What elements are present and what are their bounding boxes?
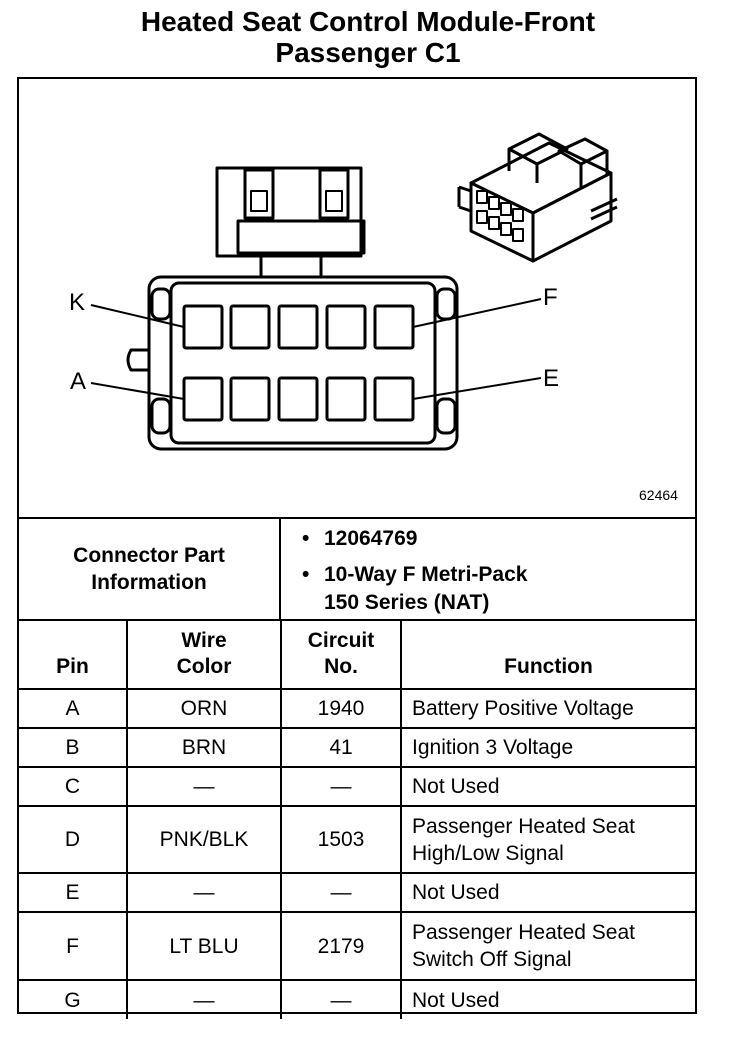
circuit-cell: 41 bbox=[280, 727, 402, 768]
connector-housing-inner bbox=[169, 281, 437, 445]
function-line-2: Switch Off Signal bbox=[412, 948, 572, 971]
function-line-1: Passenger Heated Seat bbox=[412, 814, 635, 838]
wire-color-cell: BRN bbox=[126, 727, 282, 768]
function-cell: Not Used bbox=[400, 766, 695, 807]
function-cell: Not Used bbox=[400, 979, 695, 1019]
connector-info-item: • 12064769 bbox=[297, 525, 687, 553]
page-title: Heated Seat Control Module-Front Passeng… bbox=[0, 6, 736, 68]
pin-cell: G bbox=[19, 979, 128, 1019]
header-function: Function bbox=[400, 619, 695, 690]
table-row: C — — Not Used bbox=[19, 766, 695, 807]
connector-drawing: K A F E bbox=[69, 132, 678, 503]
pin-cell: B bbox=[19, 727, 128, 768]
connector-info-list: • 12064769 • 10-Way F Metri-Pack 150 Ser… bbox=[297, 525, 687, 625]
bullet: • bbox=[302, 563, 310, 586]
connector-sheet: K A F E bbox=[17, 77, 697, 1019]
connector-info-item: • 10-Way F Metri-Pack 150 Series (NAT) bbox=[297, 561, 687, 617]
connector-part-information: Connector Part Information • 12064769 • … bbox=[19, 517, 695, 619]
pin-cell: A bbox=[19, 688, 128, 729]
connector-info-label: Connector Part Information bbox=[19, 519, 281, 619]
pin-cell: F bbox=[19, 911, 128, 981]
header-wire-line-1: Wire bbox=[181, 629, 227, 652]
callout-f: F bbox=[543, 284, 558, 311]
bullet: • bbox=[302, 527, 310, 550]
connector-isometric-view bbox=[457, 132, 618, 263]
connector-type-line-2: 150 Series (NAT) bbox=[324, 591, 490, 614]
function-line-1: Passenger Heated Seat bbox=[412, 921, 635, 944]
part-number: 12064769 bbox=[324, 527, 418, 550]
header-circuit-line-1: Circuit bbox=[307, 629, 375, 652]
circuit-cell: — bbox=[280, 766, 402, 807]
header-wire-line-2: Color bbox=[176, 655, 232, 678]
connector-info-label-line-1: Connector Part bbox=[73, 544, 225, 567]
callout-a: A bbox=[70, 368, 86, 395]
header-circuit-line-2: No. bbox=[324, 655, 358, 678]
circuit-cell: 1503 bbox=[280, 805, 402, 874]
table-row: A ORN 1940 Battery Positive Voltage bbox=[19, 688, 695, 729]
header-pin-label: Pin bbox=[56, 655, 89, 678]
connector-diagram: K A F E bbox=[19, 79, 695, 517]
wire-color-cell: — bbox=[126, 766, 282, 807]
header-function-label: Function bbox=[504, 655, 593, 678]
table-row: B BRN 41 Ignition 3 Voltage bbox=[19, 727, 695, 768]
function-line-2: High/Low Signal bbox=[412, 841, 564, 865]
wire-color-cell: — bbox=[126, 872, 282, 913]
circuit-cell: 2179 bbox=[280, 911, 402, 981]
wire-color-cell: PNK/BLK bbox=[126, 805, 282, 874]
wire-color-cell: — bbox=[126, 979, 282, 1019]
wire-color-cell: ORN bbox=[126, 688, 282, 729]
pin-cell: C bbox=[19, 766, 128, 807]
wire-color-cell: LT BLU bbox=[126, 911, 282, 981]
title-line-1: Heated Seat Control Module-Front bbox=[140, 6, 596, 37]
connector-type-line-1: 10-Way F Metri-Pack bbox=[324, 563, 528, 586]
circuit-cell: 1940 bbox=[280, 688, 402, 729]
table-row: E — — Not Used bbox=[19, 872, 695, 913]
circuit-cell: — bbox=[280, 979, 402, 1019]
function-cell: Ignition 3 Voltage bbox=[400, 727, 695, 768]
pin-cell: E bbox=[19, 872, 128, 913]
function-cell: Battery Positive Voltage bbox=[400, 688, 695, 729]
figure-number: 62464 bbox=[639, 487, 678, 503]
table-row: G — — Not Used bbox=[19, 979, 695, 1019]
title-line-2: Passenger C1 bbox=[275, 37, 461, 68]
circuit-cell: — bbox=[280, 872, 402, 913]
connector-latch bbox=[215, 166, 363, 258]
pin-cell: D bbox=[19, 805, 128, 874]
connector-info-label-line-2: Information bbox=[91, 571, 207, 594]
callout-e: E bbox=[543, 365, 559, 392]
callout-k: K bbox=[69, 289, 85, 316]
header-pin: Pin bbox=[19, 619, 128, 690]
connector-housing-outer bbox=[147, 275, 459, 451]
function-cell: Not Used bbox=[400, 872, 695, 913]
